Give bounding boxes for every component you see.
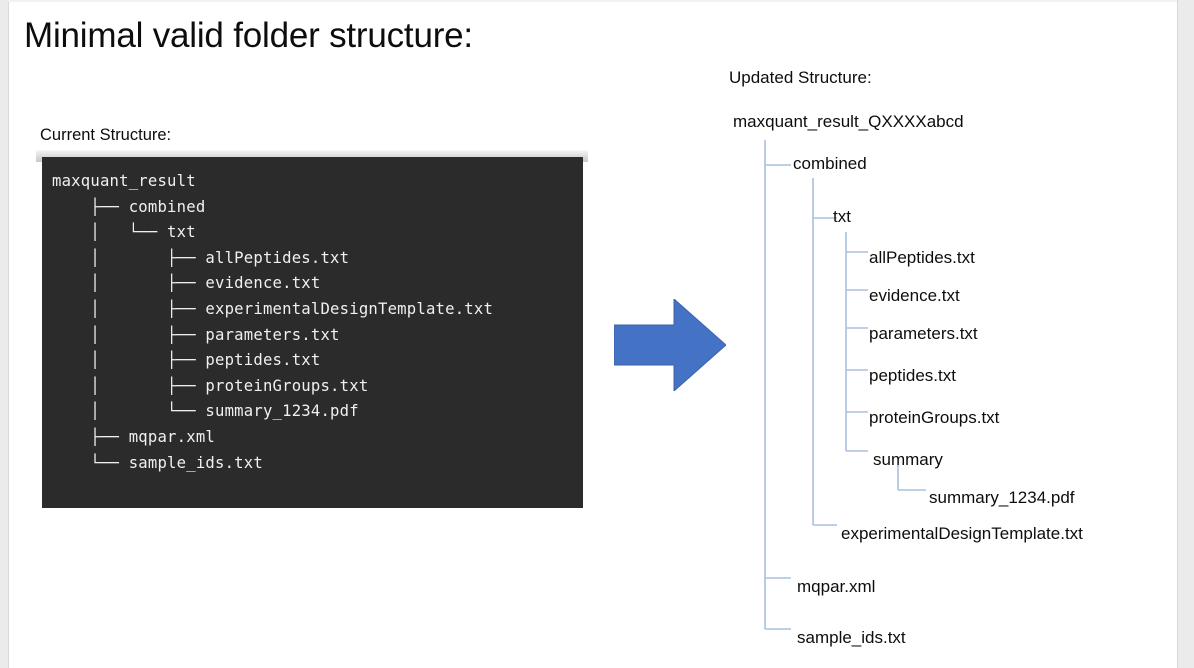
page-title: Minimal valid folder structure: (24, 16, 473, 55)
tree-node-proteingroups-txt[interactable]: proteinGroups.txt (869, 408, 1000, 427)
tree-node-summary-1234-pdf[interactable]: summary_1234.pdf (929, 488, 1075, 507)
transition-arrow (613, 297, 727, 393)
canvas-right-margin (1178, 0, 1194, 668)
tree-node-summary-folder[interactable]: summary (873, 450, 943, 469)
tree-node-combined[interactable]: combined (793, 154, 867, 173)
tree-node-sample-ids-txt[interactable]: sample_ids.txt (797, 628, 906, 647)
canvas-top-rule (8, 0, 1177, 2)
updated-structure-caption: Updated Structure: (729, 68, 872, 87)
tree-node-evidence-txt[interactable]: evidence.txt (869, 286, 960, 305)
tree-node-parameters-txt[interactable]: parameters.txt (869, 324, 978, 343)
canvas-right-rule (1177, 0, 1178, 668)
current-structure-code-block: maxquant_result ├── combined │ └── txt │… (42, 157, 583, 508)
tree-node-peptides-txt[interactable]: peptides.txt (869, 366, 956, 385)
right-arrow-icon (613, 297, 727, 393)
canvas-left-margin (0, 0, 8, 668)
current-structure-caption: Current Structure: (40, 126, 172, 144)
canvas-left-rule (8, 0, 9, 668)
tree-root-label: maxquant_result_QXXXXabcd (733, 112, 964, 131)
tree-node-allpeptides-txt[interactable]: allPeptides.txt (869, 248, 975, 267)
tree-node-experimentaldesigntemplate-txt[interactable]: experimentalDesignTemplate.txt (841, 524, 1083, 543)
tree-node-txt[interactable]: txt (833, 207, 851, 226)
tree-connector-lines (764, 140, 926, 630)
tree-node-mqpar-xml[interactable]: mqpar.xml (797, 577, 876, 596)
current-structure-tree-text: maxquant_result ├── combined │ └── txt │… (52, 172, 494, 472)
